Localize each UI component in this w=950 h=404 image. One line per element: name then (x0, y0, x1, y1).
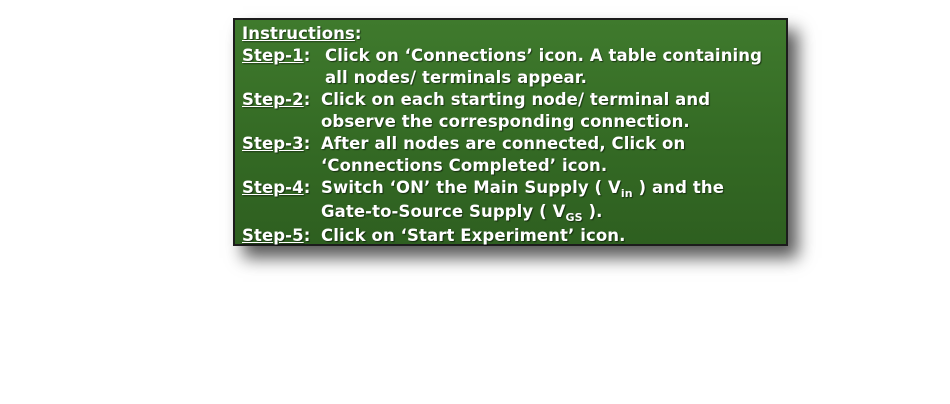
step-1-text: Click on ‘Connections’ icon. A table con… (321, 45, 780, 89)
step-2: Step-2: Click on each starting node/ ter… (242, 89, 780, 133)
instructions-panel: Instructions: Step-1: Click on ‘Connecti… (233, 18, 788, 246)
step-4-text: Switch ‘ON’ the Main Supply ( Vin ) and … (321, 177, 780, 225)
step-4-line-1: Switch ‘ON’ the Main Supply ( Vin ) and … (321, 178, 724, 200)
step-2-label: Step-2: (242, 90, 311, 109)
step-3: Step-3: After all nodes are connected, C… (242, 133, 780, 177)
step-5: Step-5: Click on ‘Start Experiment’ icon… (242, 225, 780, 247)
step-2-text: Click on each starting node/ terminal an… (321, 89, 780, 133)
step-5-text: Click on ‘Start Experiment’ icon. (321, 225, 780, 247)
step-3-line-2: ‘Connections Completed’ icon. (321, 156, 608, 175)
step-3-label: Step-3: (242, 134, 311, 153)
step-2-line-2: observe the corresponding connection. (321, 112, 690, 131)
step-1-label: Step-1: (242, 46, 311, 65)
step-4-line-2: Gate-to-Source Supply ( VGS ). (321, 202, 603, 224)
step-5-label: Step-5: (242, 226, 311, 245)
step-5-line-1: Click on ‘Start Experiment’ icon. (321, 226, 626, 245)
step-1-line-1: Click on ‘Connections’ icon. A table con… (325, 46, 763, 65)
instructions-title: Instructions (242, 24, 355, 43)
vin-subscript: in (620, 187, 633, 200)
instructions-title-row: Instructions: (242, 23, 780, 45)
step-1: Step-1: Click on ‘Connections’ icon. A t… (242, 45, 780, 89)
step-2-line-1: Click on each starting node/ terminal an… (321, 90, 711, 109)
step-4-label: Step-4: (242, 178, 311, 197)
instructions-title-colon: : (354, 24, 362, 43)
step-3-line-1: After all nodes are connected, Click on (321, 134, 686, 153)
step-4: Step-4: Switch ‘ON’ the Main Supply ( Vi… (242, 177, 780, 225)
vgs-subscript: GS (565, 211, 583, 224)
step-3-text: After all nodes are connected, Click on … (321, 133, 780, 177)
step-1-line-2: all nodes/ terminals appear. (325, 68, 587, 87)
